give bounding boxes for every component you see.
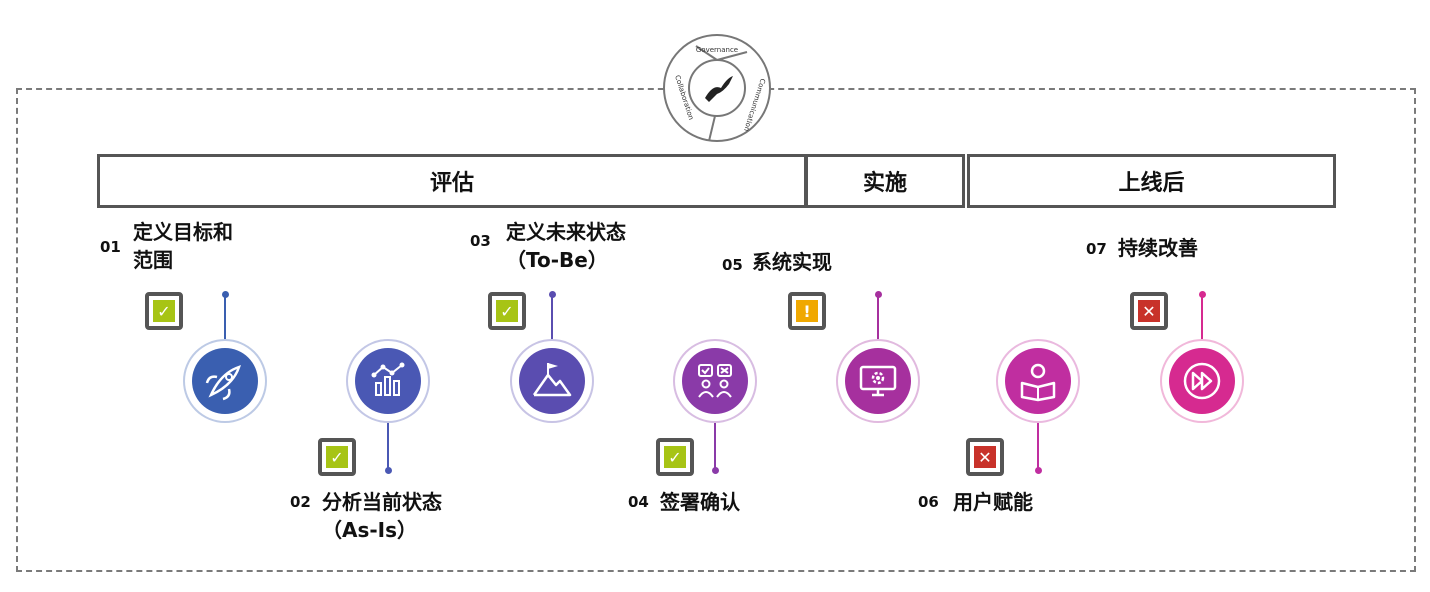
warning-icon: ! [796, 300, 818, 322]
monitor-gear-icon [859, 365, 897, 397]
status-badge-check: ✓ [656, 438, 694, 476]
step-title: 定义目标和范围 [133, 218, 233, 274]
rocket-icon [205, 365, 241, 401]
logo-word-governance: Governance [696, 46, 738, 54]
step-node-inner [1169, 348, 1235, 414]
check-icon: ✓ [326, 446, 348, 468]
step-node-07 [1160, 339, 1244, 423]
step-node-inner [355, 348, 421, 414]
step-title-line1: 持续改善 [1118, 236, 1198, 260]
step-number: 01 [100, 238, 121, 256]
step-node-04 [673, 339, 757, 423]
step-number: 06 [918, 493, 939, 511]
step-connector-dot [549, 291, 556, 298]
step-connector [1037, 381, 1039, 470]
step-number: 03 [470, 232, 491, 250]
step-number: 07 [1086, 240, 1107, 258]
step-connector-dot [1199, 291, 1206, 298]
step-node-inner [682, 348, 748, 414]
step-node-06 [996, 339, 1080, 423]
step-title: 分析当前状态 （As-Is） [322, 488, 442, 544]
step-node-03 [510, 339, 594, 423]
step-node-02 [346, 339, 430, 423]
step-node-01 [183, 339, 267, 423]
step-number: 04 [628, 493, 649, 511]
cross-icon: ✕ [974, 446, 996, 468]
step-connector-dot [385, 467, 392, 474]
step-title-line2: （To-Be） [506, 248, 608, 272]
step-connector-dot [1035, 467, 1042, 474]
step-title-line1: 定义目标和 [133, 220, 233, 244]
status-badge-check: ✓ [145, 292, 183, 330]
phase-assess: 评估 [97, 154, 807, 208]
step-connector [387, 381, 389, 470]
step-node-inner [192, 348, 258, 414]
step-node-inner [845, 348, 911, 414]
review-people-icon [698, 364, 732, 398]
step-title: 系统实现 [752, 248, 832, 276]
step-title-line1: 签署确认 [660, 490, 740, 514]
step-node-inner [1005, 348, 1071, 414]
status-badge-check: ✓ [488, 292, 526, 330]
status-badge-warning: ! [788, 292, 826, 330]
step-title-line1: 用户赋能 [953, 490, 1033, 514]
check-icon: ✓ [153, 300, 175, 322]
status-badge-cross: ✕ [1130, 292, 1168, 330]
check-icon: ✓ [496, 300, 518, 322]
step-connector-dot [875, 291, 882, 298]
step-title-line1: 系统实现 [752, 250, 832, 274]
step-connector [714, 381, 716, 470]
step-connector [877, 296, 879, 381]
step-node-inner [519, 348, 585, 414]
step-title: 用户赋能 [953, 488, 1033, 516]
governance-logo: Governance Collaboration Communication [663, 34, 771, 142]
step-connector [224, 296, 226, 381]
reader-person-icon [1020, 363, 1056, 402]
step-title-line2: 范围 [133, 248, 173, 272]
step-connector-dot [222, 291, 229, 298]
step-node-05 [836, 339, 920, 423]
step-title: 签署确认 [660, 488, 740, 516]
cross-icon: ✕ [1138, 300, 1160, 322]
fast-forward-icon [1183, 362, 1221, 400]
step-title: 定义未来状态 （To-Be） [506, 218, 626, 274]
status-badge-check: ✓ [318, 438, 356, 476]
phase-post-launch: 上线后 [967, 154, 1336, 208]
step-title: 持续改善 [1118, 234, 1198, 262]
step-connector [1201, 296, 1203, 381]
step-connector [551, 296, 553, 381]
bar-chart-icon [371, 362, 405, 396]
step-number: 05 [722, 256, 743, 274]
mountain-flag-icon [532, 363, 572, 397]
step-connector-dot [712, 467, 719, 474]
status-badge-cross: ✕ [966, 438, 1004, 476]
step-title-line1: 定义未来状态 [506, 220, 626, 244]
check-icon: ✓ [664, 446, 686, 468]
step-title-line1: 分析当前状态 [322, 490, 442, 514]
phase-implement: 实施 [805, 154, 965, 208]
step-title-line2: （As-Is） [322, 518, 418, 542]
step-number: 02 [290, 493, 311, 511]
